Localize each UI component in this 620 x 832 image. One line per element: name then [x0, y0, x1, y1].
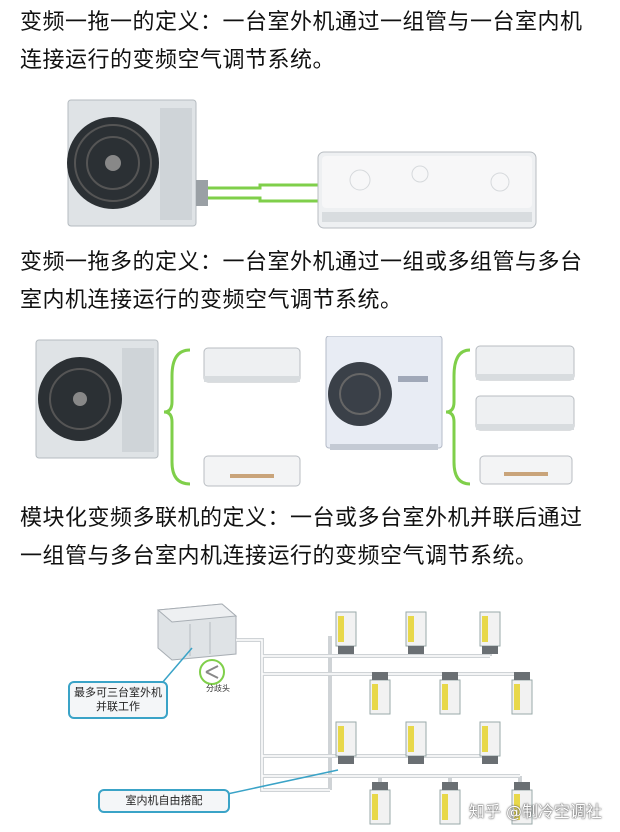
modular-vrf-figure	[155, 603, 533, 825]
indoor-unit-cassette-row-3	[335, 721, 501, 764]
indoor-unit-image	[203, 347, 301, 487]
branch-joint-icon	[199, 659, 225, 685]
indoor-unit-cassette-row-2	[369, 672, 533, 715]
one-to-many-figure	[35, 336, 575, 487]
definition-modular-vrf: 模块化变频多联机的定义：一台或多台室外机并联后通过一组管与多台室内机连接运行的变…	[20, 506, 583, 569]
indoor-unit-cassette-row-4	[369, 782, 533, 825]
source-watermark: 知乎 @制冷空调社	[468, 802, 602, 821]
callout-lines	[155, 647, 339, 797]
indoor-unit-cassette-row-1	[335, 611, 501, 654]
branch-joint-label: 分歧头	[206, 684, 230, 693]
bracket-right	[445, 348, 471, 486]
outdoor-unit-image-left	[35, 339, 159, 459]
connecting-pipe	[208, 183, 318, 203]
one-to-one-figure	[67, 99, 537, 229]
pipe-network-highlight	[236, 639, 520, 791]
outdoor-unit-image	[156, 603, 238, 661]
outdoor-parallel-note: 最多可三台室外机并联工作	[68, 681, 168, 719]
indoor-unit-image	[317, 151, 537, 229]
definition-one-to-many: 变频一拖多的定义：一台室外机通过一组或多组管与多台室内机连接运行的变频空气调节系…	[20, 250, 583, 313]
definition-one-to-one: 变频一拖一的定义：一台室外机通过一组管与一台室内机连接运行的变频空气调节系统。	[20, 10, 583, 73]
outdoor-unit-image	[67, 99, 208, 227]
outdoor-unit-image-right	[325, 336, 443, 450]
pipe-network	[236, 636, 522, 794]
bracket-left	[163, 348, 191, 486]
indoor-free-combination-note: 室内机自由搭配	[98, 789, 230, 813]
indoor-unit-image	[475, 345, 575, 485]
